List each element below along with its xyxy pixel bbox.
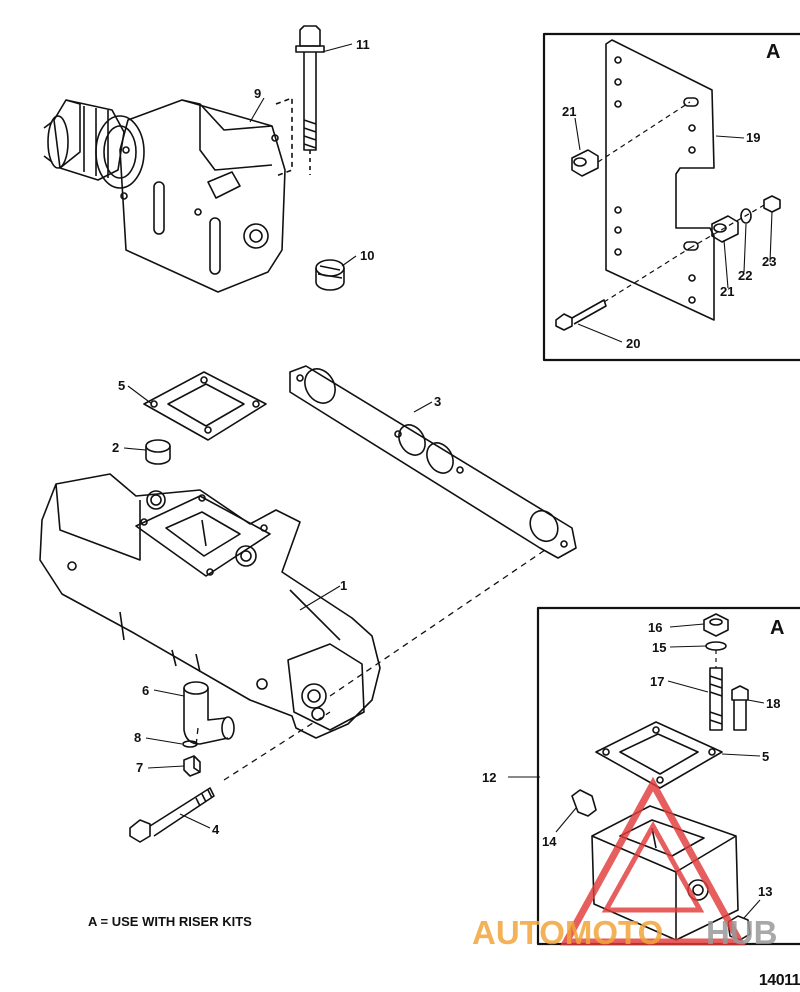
callout-labels: 11 9 10 3 5 2 1 6 8 7 4 19 21 21 22 23 2…: [112, 37, 784, 899]
callout-19: 19: [746, 130, 760, 145]
callout-10: 10: [360, 248, 374, 263]
riser-elbow-part-9: [43, 99, 286, 293]
plug-part-2: [145, 439, 171, 465]
manifold-gasket-part-3: [289, 365, 577, 559]
inset-top-tag: A: [766, 41, 780, 63]
washer-part-22: [740, 208, 752, 224]
callout-20: 20: [626, 336, 640, 351]
callout-21a: 21: [562, 104, 576, 119]
watermark-text-automoto: AUTOMOTO: [472, 914, 663, 951]
watermark-triangle: [560, 776, 746, 946]
plug-part-13: [727, 915, 751, 941]
callout-6: 6: [142, 683, 149, 698]
callout-8: 8: [134, 730, 141, 745]
nut-part-16: [703, 613, 729, 637]
elbow-fitting-part-6: [183, 681, 235, 745]
figure-number: 14011: [758, 972, 800, 989]
bolt-part-4: [129, 787, 215, 843]
watermark-text-hub: HUB: [706, 914, 778, 951]
bolt-part-18: [731, 685, 749, 731]
callout-2: 2: [112, 440, 119, 455]
callout-11: 11: [356, 37, 370, 52]
spacer-part-21-left: [571, 149, 599, 177]
fitting-part-7: [183, 755, 201, 777]
inset-box-top: [542, 32, 800, 362]
callout-13: 13: [758, 884, 772, 899]
fitting-part-14: [571, 789, 597, 817]
bolt-part-20: [555, 299, 607, 331]
callout-5b: 5: [762, 749, 769, 764]
nut-part-23: [763, 195, 781, 213]
callout-23: 23: [762, 254, 776, 269]
stud-part-17: [709, 667, 723, 731]
callout-18: 18: [766, 696, 780, 711]
plug-part-10: [315, 259, 345, 291]
riser-gasket-part-5-inset: [595, 721, 723, 789]
callout-4: 4: [212, 822, 220, 837]
callout-3: 3: [434, 394, 441, 409]
callout-22: 22: [738, 268, 752, 283]
callout-1: 1: [340, 578, 347, 593]
footnote-riser-kits: A = USE WITH RISER KITS: [88, 914, 252, 929]
riser-gasket-part-5: [143, 371, 267, 441]
callout-16: 16: [648, 620, 662, 635]
leader-lines: [123, 43, 773, 919]
callout-14: 14: [542, 834, 557, 849]
callout-17: 17: [650, 674, 664, 689]
exhaust-manifold-part-1: [39, 473, 381, 739]
callout-12: 12: [482, 770, 496, 785]
callout-9: 9: [254, 86, 261, 101]
callout-15: 15: [652, 640, 666, 655]
callout-5: 5: [118, 378, 125, 393]
bolt-part-11: [295, 25, 325, 175]
watermark-logo: AUTOMOTO HUB: [472, 914, 778, 951]
o-ring-part-8: [182, 740, 198, 748]
spacer-part-21-right: [711, 215, 739, 243]
adapter-plate-part-19: [605, 39, 715, 321]
callout-21b: 21: [720, 284, 734, 299]
washer-part-15: [705, 641, 727, 651]
inset-bottom-tag: A: [770, 617, 784, 639]
alignment-lines: [195, 547, 549, 781]
callout-7: 7: [136, 760, 143, 775]
